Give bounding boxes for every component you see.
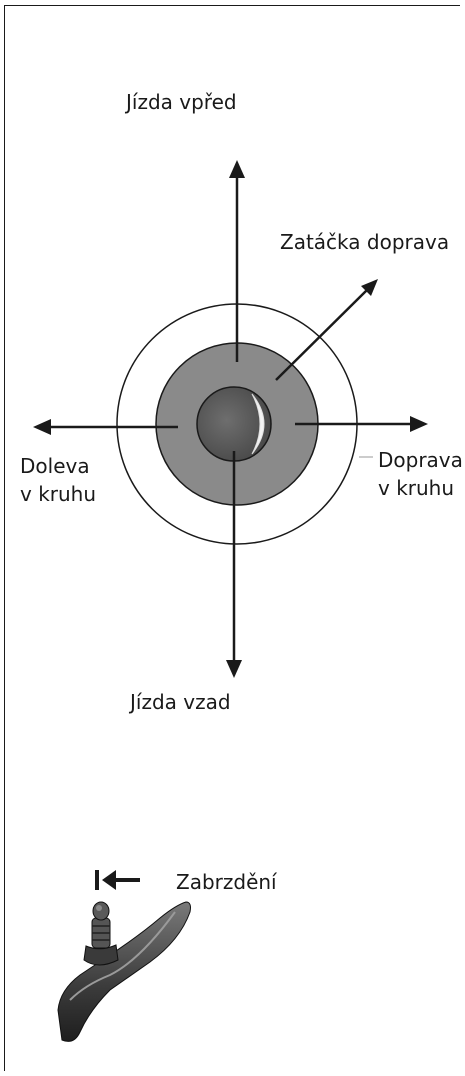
label-left-circle-line2: v kruhu	[20, 482, 97, 506]
joystick-controller-icon	[57, 901, 191, 1042]
label-turn-right: Zatáčka doprava	[280, 230, 450, 254]
bar-arrow-left-icon	[95, 870, 140, 890]
label-forward: Jízda vpřed	[126, 90, 237, 114]
right-circle-arrow	[295, 416, 428, 432]
turn-right-arrow	[275, 279, 378, 381]
label-right-circle-line1: Doprava	[378, 448, 463, 472]
knob-highlight	[251, 393, 265, 455]
label-left-circle: Doleva v kruhu	[20, 452, 96, 508]
label-brake: Zabrzdění	[176, 870, 277, 894]
reverse-arrow	[226, 451, 242, 678]
label-left-circle-line1: Doleva	[20, 454, 90, 478]
forward-arrow	[229, 160, 245, 362]
label-right-circle: Doprava v kruhu	[378, 446, 463, 502]
label-reverse: Jízda vzad	[130, 690, 231, 714]
left-circle-arrow	[33, 419, 178, 435]
label-right-circle-line2: v kruhu	[378, 476, 455, 500]
page-frame	[4, 5, 460, 1071]
